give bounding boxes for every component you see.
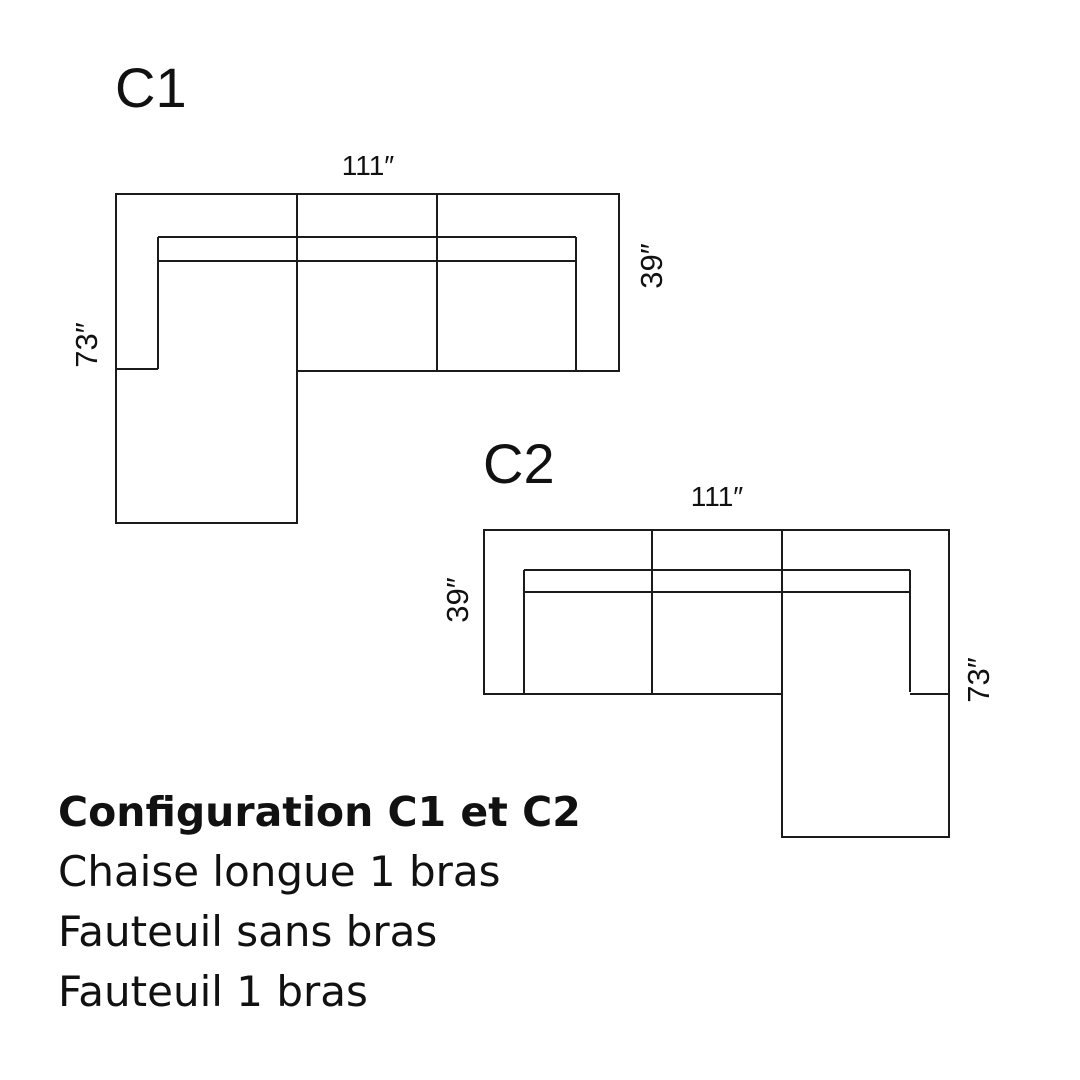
c1-depth-dimension: 39″ [634, 243, 669, 288]
c2-depth-dimension: 39″ [440, 577, 475, 622]
c2-outline [483, 529, 950, 838]
caption-line-fauteuil-sans-bras: Fauteuil sans bras [58, 907, 438, 956]
diagram-c1 [115, 193, 620, 524]
c2-width-dimension: 111″ [691, 481, 744, 512]
caption-line-fauteuil-1-bras: Fauteuil 1 bras [58, 967, 368, 1016]
c2-length-dimension: 73″ [961, 657, 996, 702]
c1-title: C1 [115, 56, 187, 119]
caption-line-chaise-longue: Chaise longue 1 bras [58, 847, 501, 896]
caption-title: Configuration C1 et C2 [58, 788, 581, 836]
c1-length-dimension: 73″ [69, 322, 104, 367]
caption-block: Configuration C1 et C2 Chaise longue 1 b… [58, 782, 581, 1022]
c1-width-dimension: 111″ [342, 150, 395, 181]
diagram-c2 [483, 529, 950, 838]
c1-labels: C1 111″ 73″ 39″ [69, 56, 669, 368]
c2-labels: C2 111″ 39″ 73″ [440, 432, 996, 703]
c2-title: C2 [483, 432, 555, 495]
